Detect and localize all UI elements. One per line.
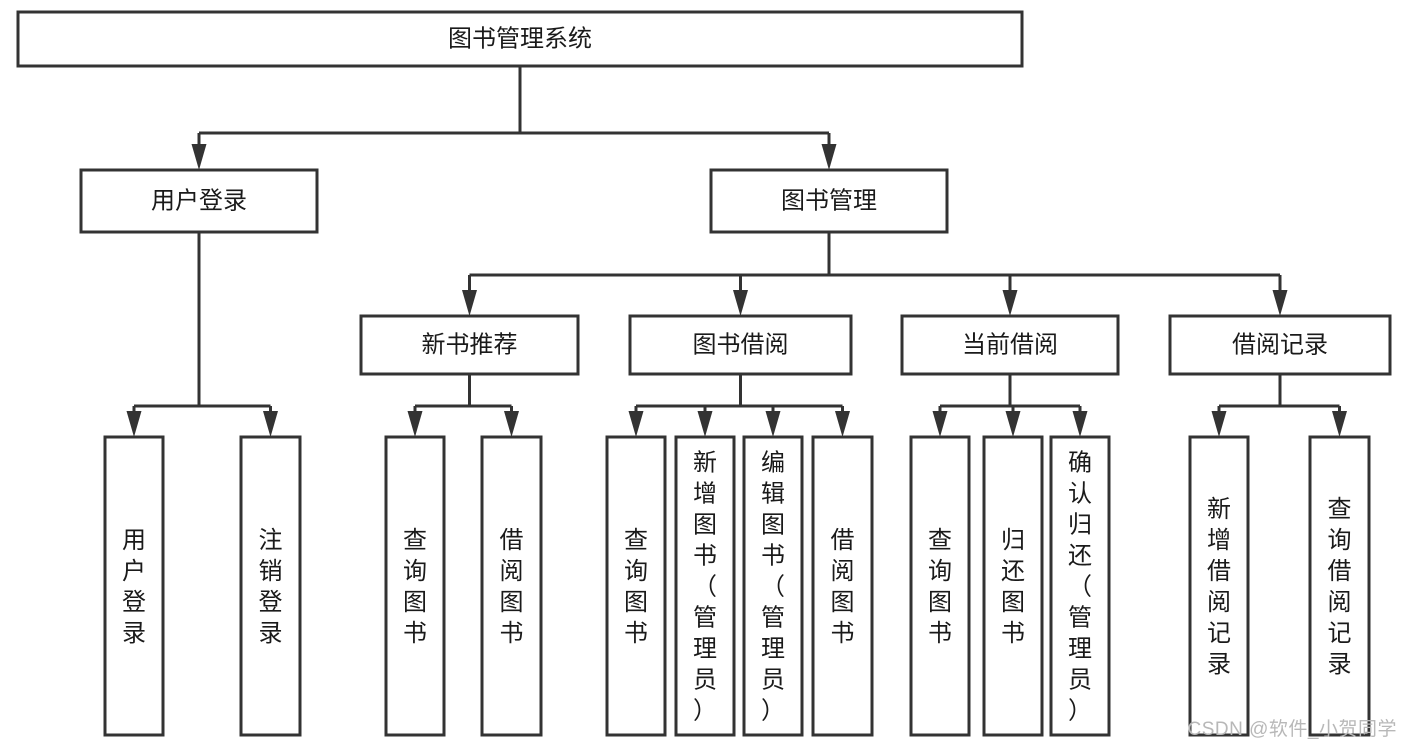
arrow-head-icon (932, 411, 948, 437)
node-box[interactable] (900, 314, 1120, 376)
node-label: 图书借阅 (693, 331, 789, 358)
node-box[interactable] (239, 435, 302, 737)
connector-group-root (191, 66, 837, 170)
arrow-head-icon (263, 411, 278, 437)
node-box[interactable] (982, 435, 1044, 737)
node-box[interactable] (709, 168, 949, 234)
node-label: 图书管理系统 (448, 25, 592, 52)
node-leaf_1[interactable]: 注销登录 (239, 435, 302, 737)
node-box[interactable] (909, 435, 971, 737)
arrow-head-icon (504, 411, 519, 437)
node-label: 新增图书（管理员） (693, 450, 717, 725)
node-label: 当前借阅 (962, 331, 1058, 358)
arrow-head-icon (821, 144, 837, 170)
node-leaf_10[interactable]: 确认归还（管理员） (1049, 435, 1111, 737)
arrow-head-icon (1002, 290, 1018, 316)
node-leaf_5[interactable]: 新增图书（管理员） (674, 435, 736, 737)
node-l2_1[interactable]: 图书管理 (709, 168, 949, 234)
node-box[interactable] (628, 314, 853, 376)
node-box[interactable] (79, 168, 319, 234)
node-label: 新书推荐 (422, 331, 518, 358)
node-leaf_4[interactable]: 查询图书 (605, 435, 667, 737)
node-label: 用户登录 (151, 187, 247, 214)
node-box[interactable] (16, 10, 1024, 68)
node-leaf_6[interactable]: 编辑图书（管理员） (742, 435, 804, 737)
node-label: 注销登录 (259, 527, 283, 647)
node-l3_1[interactable]: 图书借阅 (628, 314, 853, 376)
node-box[interactable] (480, 435, 543, 737)
node-label: 编辑图书（管理员） (761, 450, 785, 725)
connector-layer (126, 66, 1347, 437)
arrow-head-icon (462, 290, 477, 316)
arrow-head-icon (697, 411, 713, 437)
node-l3_3[interactable]: 借阅记录 (1168, 314, 1392, 376)
arrow-head-icon (733, 290, 748, 316)
node-box[interactable] (674, 435, 736, 737)
watermark-label: CSDN @软件_小贺同学 (1187, 719, 1397, 740)
node-label: 查询图书 (403, 527, 427, 647)
node-root[interactable]: 图书管理系统 (16, 10, 1024, 68)
node-leaf_11[interactable]: 新增借阅记录 (1188, 435, 1250, 737)
node-box[interactable] (1049, 435, 1111, 737)
node-label: 查询图书 (928, 527, 952, 647)
node-l3_0[interactable]: 新书推荐 (359, 314, 580, 376)
node-label: 借阅图书 (500, 527, 524, 647)
connector-group-l3_1 (628, 374, 850, 437)
arrow-head-icon (1211, 411, 1227, 437)
node-box[interactable] (103, 435, 165, 737)
node-box[interactable] (605, 435, 667, 737)
node-label: 借阅记录 (1232, 331, 1328, 358)
arrow-head-icon (628, 411, 644, 437)
arrow-head-icon (835, 411, 850, 437)
node-box[interactable] (811, 435, 874, 737)
node-leaf_3[interactable]: 借阅图书 (480, 435, 543, 737)
node-l2_0[interactable]: 用户登录 (79, 168, 319, 234)
node-label: 借阅图书 (831, 527, 855, 647)
arrow-head-icon (1272, 290, 1288, 316)
node-leaf_0[interactable]: 用户登录 (103, 435, 165, 737)
node-leaf_8[interactable]: 查询图书 (909, 435, 971, 737)
node-label: 用户登录 (122, 527, 146, 647)
arrow-head-icon (765, 411, 781, 437)
arrow-head-icon (407, 411, 423, 437)
connector-group-l3_0 (407, 374, 519, 437)
node-leaf_9[interactable]: 归还图书 (982, 435, 1044, 737)
node-label: 确认归还（管理员） (1068, 450, 1092, 725)
connector-group-l2_1 (462, 232, 1288, 316)
node-box[interactable] (359, 314, 580, 376)
connector-group-l3_3 (1211, 374, 1347, 437)
connector-group-l3_2 (932, 374, 1088, 437)
node-box[interactable] (1168, 314, 1392, 376)
arrow-head-icon (1005, 411, 1021, 437)
node-leaf_7[interactable]: 借阅图书 (811, 435, 874, 737)
arrow-head-icon (1072, 411, 1088, 437)
node-box[interactable] (1188, 435, 1250, 737)
node-label: 查询图书 (624, 527, 648, 647)
node-label: 查询借阅记录 (1328, 496, 1352, 678)
arrow-head-icon (126, 411, 142, 437)
node-label: 图书管理 (781, 187, 877, 214)
node-layer: 图书管理系统用户登录图书管理新书推荐图书借阅当前借阅借阅记录用户登录注销登录查询… (16, 10, 1392, 737)
arrow-head-icon (191, 144, 207, 170)
node-box[interactable] (742, 435, 804, 737)
connector-group-l2_0 (126, 232, 278, 437)
node-label: 新增借阅记录 (1207, 496, 1231, 678)
node-box[interactable] (384, 435, 446, 737)
node-l3_2[interactable]: 当前借阅 (900, 314, 1120, 376)
node-label: 归还图书 (1001, 527, 1025, 647)
node-leaf_12[interactable]: 查询借阅记录 (1308, 435, 1371, 737)
arrow-head-icon (1332, 411, 1347, 437)
node-leaf_2[interactable]: 查询图书 (384, 435, 446, 737)
node-box[interactable] (1308, 435, 1371, 737)
